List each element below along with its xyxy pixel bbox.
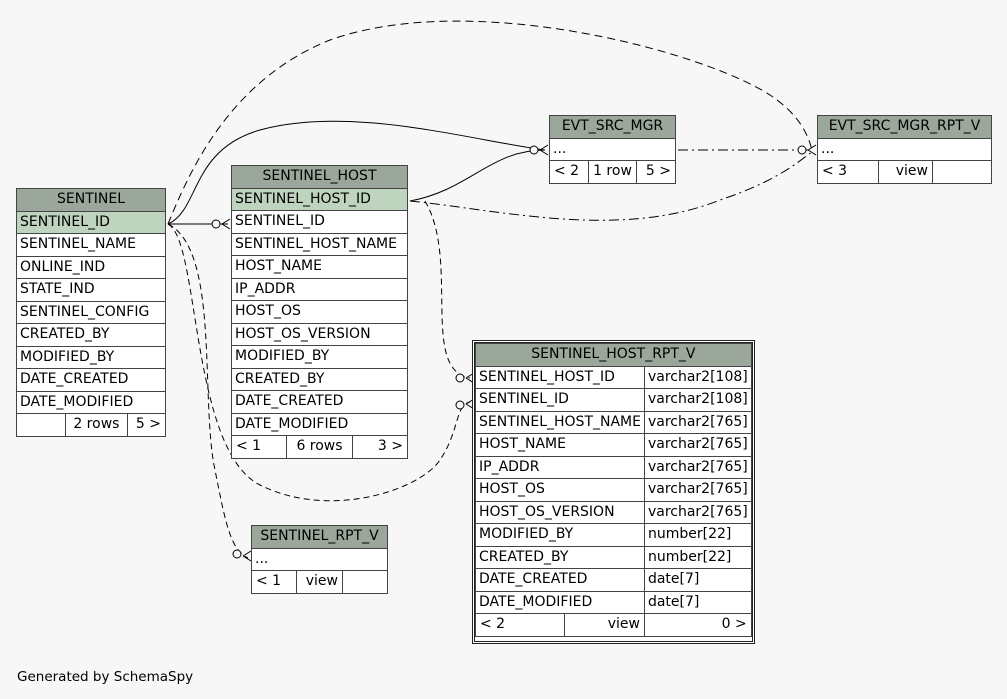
column-row[interactable]: ONLINE_IND [16, 255, 166, 279]
column-row[interactable]: SENTINEL_ID [231, 210, 408, 234]
table-evt-src-mgr[interactable]: EVT_SRC_MGR ... < 2 1 row 5 > [549, 115, 676, 184]
footer-parents[interactable]: < 1 [231, 435, 287, 459]
column-name[interactable]: DATE_CREATED [475, 568, 645, 592]
footer-view-label: view [564, 613, 645, 637]
column-type: varchar2[108] [643, 388, 752, 412]
column-row[interactable]: CREATED_BY [16, 323, 166, 347]
table-title[interactable]: SENTINEL_RPT_V [251, 525, 388, 549]
edge-sentinel-to-sentinel-rpt-v [167, 223, 249, 559]
edge-sentinel-to-evt-src-mgr [167, 120, 546, 225]
column-type: varchar2[765] [643, 433, 752, 457]
footer-children[interactable]: 5 > [636, 160, 676, 184]
column-row[interactable]: SENTINEL_HOST_ID [231, 187, 408, 211]
column-row[interactable]: SENTINEL_ID [16, 210, 166, 234]
column-type: date[7] [643, 590, 752, 614]
column-type: varchar2[765] [643, 410, 752, 434]
edge-sentinel-host-to-host-rpt-v [424, 200, 471, 379]
footer-parents[interactable] [16, 413, 66, 437]
table-sentinel-host[interactable]: SENTINEL_HOST SENTINEL_HOST_ID SENTINEL_… [231, 165, 408, 459]
edge-end-circle [455, 400, 465, 410]
footer-children[interactable]: 5 > [126, 413, 167, 437]
footer-view-label: view [296, 570, 343, 594]
edge-sentinel-to-host-rpt-v [167, 223, 471, 502]
footer-view-label: view [878, 160, 933, 184]
edge-end-circle [797, 145, 807, 155]
footer-children[interactable] [932, 160, 992, 184]
column-row[interactable]: SENTINEL_NAME [16, 233, 166, 257]
column-row[interactable]: STATE_IND [16, 278, 166, 302]
column-name[interactable]: DATE_MODIFIED [475, 590, 645, 614]
column-type: varchar2[108] [643, 365, 752, 389]
footer-parents[interactable]: < 3 [817, 160, 879, 184]
edge-end-circle [455, 373, 465, 383]
column-row[interactable]: DATE_MODIFIED [231, 412, 408, 436]
table-sentinel[interactable]: SENTINEL SENTINEL_ID SENTINEL_NAME ONLIN… [16, 188, 167, 437]
column-row[interactable]: MODIFIED_BY [16, 345, 166, 369]
column-name[interactable]: MODIFIED_BY [475, 523, 645, 547]
table-title[interactable]: SENTINEL_HOST [231, 165, 408, 189]
column-row[interactable]: ... [549, 137, 676, 161]
column-type: varchar2[765] [643, 500, 752, 524]
table-evt-src-mgr-rpt-v[interactable]: EVT_SRC_MGR_RPT_V ... < 3 view [817, 115, 992, 184]
column-type: varchar2[765] [643, 455, 752, 479]
footer-parents[interactable]: < 2 [475, 613, 565, 637]
column-name[interactable]: SENTINEL_HOST_NAME [475, 410, 645, 434]
crowfoot-mark [221, 218, 231, 230]
column-name[interactable]: SENTINEL_HOST_ID [475, 365, 645, 389]
table-sentinel-rpt-v[interactable]: SENTINEL_RPT_V ... < 1 view [251, 525, 388, 594]
column-row[interactable]: HOST_OS [231, 300, 408, 324]
footer-parents[interactable]: < 1 [251, 570, 297, 594]
table-title[interactable]: SENTINEL_HOST_RPT_V [475, 343, 752, 367]
column-type: varchar2[765] [643, 478, 752, 502]
footer-row-count: 1 row [588, 160, 637, 184]
footer-children[interactable] [342, 570, 388, 594]
edge-end-circle [232, 549, 242, 559]
edge-sentinel-host-to-evt-rpt-v [409, 151, 813, 221]
footer-row-count: 2 rows [65, 413, 128, 437]
column-name[interactable]: HOST_OS_VERSION [475, 500, 645, 524]
column-row[interactable]: ... [251, 547, 388, 571]
column-name[interactable]: CREATED_BY [475, 545, 645, 569]
column-row[interactable]: ... [817, 137, 992, 161]
column-name[interactable]: HOST_OS [475, 478, 645, 502]
footer-children[interactable]: 0 > [643, 613, 752, 637]
footer-parents[interactable]: < 2 [549, 160, 589, 184]
edge-end-circle [211, 219, 221, 229]
column-row[interactable]: HOST_NAME [231, 255, 408, 279]
column-type: number[22] [643, 545, 752, 569]
column-name[interactable]: SENTINEL_ID [475, 388, 645, 412]
column-row[interactable]: MODIFIED_BY [231, 345, 408, 369]
column-row[interactable]: SENTINEL_CONFIG [16, 300, 166, 324]
column-row[interactable]: DATE_MODIFIED [16, 390, 166, 414]
column-row[interactable]: DATE_CREATED [16, 368, 166, 392]
column-row[interactable]: CREATED_BY [231, 367, 408, 391]
column-row[interactable]: IP_ADDR [231, 277, 408, 301]
column-type: date[7] [643, 568, 752, 592]
column-row[interactable]: DATE_CREATED [231, 390, 408, 414]
crowfoot-mark [539, 144, 549, 156]
crowfoot-mark [807, 144, 817, 156]
footer-row-count: 6 rows [286, 435, 353, 459]
column-name[interactable]: HOST_NAME [475, 433, 645, 457]
column-type: number[22] [643, 523, 752, 547]
column-row[interactable]: HOST_OS_VERSION [231, 322, 408, 346]
table-title[interactable]: SENTINEL [16, 188, 166, 212]
crowfoot-mark [242, 550, 252, 562]
generated-by-label: Generated by SchemaSpy [17, 669, 194, 685]
table-title[interactable]: EVT_SRC_MGR_RPT_V [817, 115, 992, 139]
table-title[interactable]: EVT_SRC_MGR [549, 115, 676, 139]
column-row[interactable]: SENTINEL_HOST_NAME [231, 232, 408, 256]
edge-sentinel-host-to-evt-src-mgr [409, 149, 546, 202]
footer-children[interactable]: 3 > [352, 435, 408, 459]
edge-end-circle [529, 145, 539, 155]
edge-sentinel-to-evt-rpt-v [167, 20, 813, 225]
column-name[interactable]: IP_ADDR [475, 455, 645, 479]
